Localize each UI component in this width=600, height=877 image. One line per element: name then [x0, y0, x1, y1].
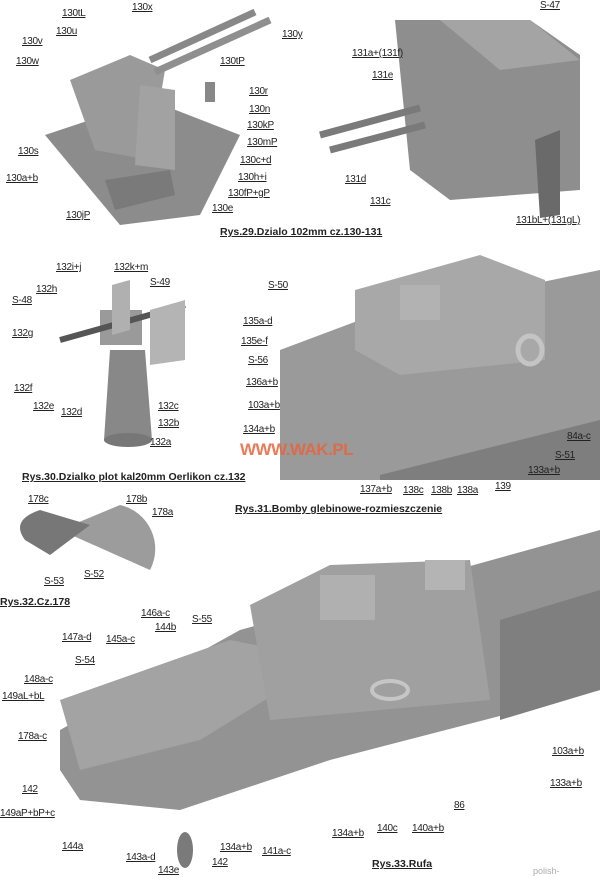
label-130jP: 130jP	[66, 210, 91, 221]
credit-text: polish-made.com	[533, 866, 575, 877]
label-132b: 132b	[158, 418, 180, 429]
label-130e: 130e	[212, 203, 234, 214]
label-135a-d: 135a-d	[243, 316, 273, 327]
figure-31-caption: Rys.31.Bomby glebinowe-rozmieszczenie	[235, 503, 443, 515]
label-S-55: S-55	[192, 614, 212, 625]
label-S-52: S-52	[84, 569, 104, 580]
label-131c: 131c	[370, 196, 391, 207]
label-178c: 178c	[28, 494, 49, 505]
label-132i+j: 132i+j	[56, 262, 82, 273]
label-147a-d: 147a-d	[62, 632, 92, 643]
label-132g: 132g	[12, 328, 34, 339]
label-130h+i: 130h+i	[238, 172, 267, 183]
label-142-b: 142	[212, 857, 228, 868]
oerlikon-render	[59, 280, 186, 447]
figure-32-caption: Rys.32.Cz.178	[0, 596, 71, 608]
label-103a+b: 103a+b	[248, 400, 280, 411]
label-132d: 132d	[61, 407, 83, 418]
figure-29-caption: Rys.29.Dzialo 102mm cz.130-131	[220, 226, 383, 238]
label-S-48: S-48	[12, 295, 32, 306]
label-138b: 138b	[431, 485, 453, 496]
gun-102mm-render	[45, 8, 272, 225]
label-134a+b: 134a+b	[243, 424, 275, 435]
label-S-54: S-54	[75, 655, 95, 666]
label-146a-c: 146a-c	[141, 608, 170, 619]
label-103a+b: 103a+b	[552, 746, 584, 757]
label-S-51: S-51	[555, 450, 575, 461]
label-130w: 130w	[16, 56, 39, 67]
label-130tL: 130tL	[62, 8, 86, 19]
label-138a: 138a	[457, 485, 479, 496]
label-149aP: 149aP+bP+c	[0, 808, 55, 819]
label-144a: 144a	[62, 841, 84, 852]
label-132f: 132f	[14, 383, 33, 394]
stern-render	[60, 530, 600, 868]
part-178-render	[20, 505, 156, 570]
label-132k+m: 132k+m	[114, 262, 149, 273]
label-130fP+gP: 130fP+gP	[228, 188, 270, 199]
label-136a+b: 136a+b	[246, 377, 278, 388]
label-130a+b: 130a+b	[6, 173, 38, 184]
label-138c: 138c	[403, 485, 424, 496]
label-140a+b: 140a+b	[412, 823, 444, 834]
label-131a: 131a+(131f)	[352, 48, 403, 59]
label-133a+b: 133a+b	[550, 778, 582, 789]
label-S-50: S-50	[268, 280, 288, 291]
label-130y: 130y	[282, 29, 303, 40]
label-148a-c: 148a-c	[24, 674, 53, 685]
label-130tP: 130tP	[220, 56, 245, 67]
label-130n: 130n	[249, 104, 271, 115]
label-132h: 132h	[36, 284, 58, 295]
label-139: 139	[495, 481, 511, 492]
label-141a-c: 141a-c	[262, 846, 291, 857]
label-134a+b: 134a+b	[220, 842, 252, 853]
label-130v: 130v	[22, 36, 43, 47]
label-131d: 131d	[345, 174, 367, 185]
label-S-49: S-49	[150, 277, 170, 288]
label-143a-d: 143a-d	[126, 852, 156, 863]
label-149aL+bL: 149aL+bL	[2, 691, 45, 702]
depth-charges-deck-render	[280, 255, 600, 480]
figure-30-caption: Rys.30.Dzialko plot kal20mm Oerlikon cz.…	[22, 471, 246, 483]
watermark: WWW.WAK.PL	[240, 440, 354, 459]
label-S-56: S-56	[248, 355, 268, 366]
label-143e: 143e	[158, 865, 180, 876]
label-86: 86	[454, 800, 465, 811]
label-144b: 144b	[155, 622, 177, 633]
label-130u: 130u	[56, 26, 78, 37]
label-132a: 132a	[150, 437, 172, 448]
label-S-47: S-47	[540, 0, 560, 11]
label-133a+b: 133a+b	[528, 465, 560, 476]
label-132e: 132e	[33, 401, 55, 412]
label-140c: 140c	[377, 823, 398, 834]
gun-turret-render	[319, 20, 580, 218]
label-137a+b: 137a+b	[360, 484, 392, 495]
label-178a-c: 178a-c	[18, 731, 47, 742]
label-S-53: S-53	[44, 576, 64, 587]
label-145a-c: 145a-c	[106, 634, 135, 645]
label-131bL: 131bL+(131gL)	[516, 215, 581, 226]
label-130kP: 130kP	[247, 120, 274, 131]
label-134a+b-b: 134a+b	[332, 828, 364, 839]
label-130mP: 130mP	[247, 137, 278, 148]
label-135e-f: 135e-f	[241, 336, 268, 347]
label-178a: 178a	[152, 507, 174, 518]
label-130x: 130x	[132, 2, 153, 13]
label-130r: 130r	[249, 86, 268, 97]
label-142: 142	[22, 784, 38, 795]
label-130s: 130s	[18, 146, 39, 157]
label-178b: 178b	[126, 494, 148, 505]
label-130c+d: 130c+d	[240, 155, 272, 166]
figure-33-caption: Rys.33.Rufa	[372, 858, 433, 870]
label-131e: 131e	[372, 70, 394, 81]
label-132c: 132c	[158, 401, 179, 412]
label-84a-c: 84a-c	[567, 431, 591, 442]
